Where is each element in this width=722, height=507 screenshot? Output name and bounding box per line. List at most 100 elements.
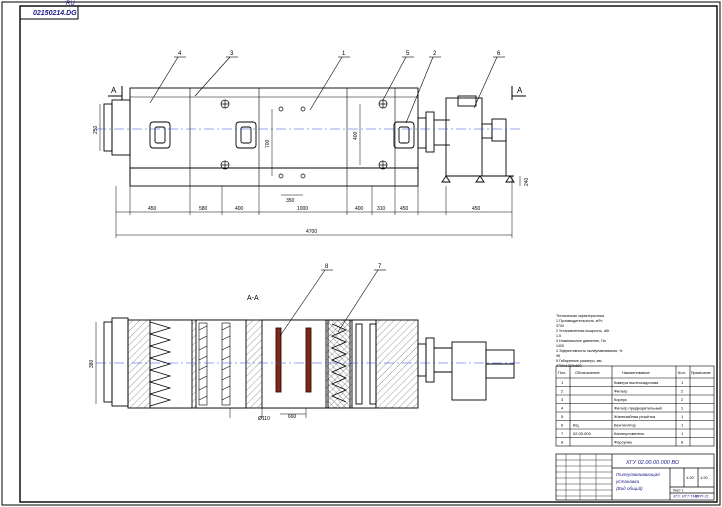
fan-unit — [441, 95, 515, 183]
parts-row-6-qty: 1 — [681, 423, 684, 428]
parts-row-7-name: Каплеуловитель — [614, 431, 644, 436]
parts-row-2-qty: 2 — [681, 389, 684, 394]
dim-chain-7: 450 — [472, 206, 481, 212]
parts-header-name: Наименование — [622, 370, 651, 375]
section-marks — [108, 86, 526, 100]
inspection-hatch-2 — [235, 121, 257, 149]
section-label-right: A — [517, 86, 523, 95]
parts-header-qty: Кол. — [678, 370, 686, 375]
spec-note-0: Техническая характеристика — [556, 314, 604, 318]
callout-front-2: 2 — [433, 51, 437, 57]
parts-row-5-name: Жалюзийная решётка — [614, 414, 656, 419]
parts-row-5-qty: 1 — [681, 414, 684, 419]
title-mass: 1:20 — [686, 475, 695, 480]
front-view — [96, 87, 520, 187]
parts-header-code: Обозначение — [575, 370, 601, 375]
spec-note-5: 3 Номинальное давление, Па — [556, 339, 606, 343]
callout-front-6: 6 — [497, 51, 501, 57]
parts-row-1-qty: 1 — [681, 380, 684, 385]
spec-notes: Техническая характеристика 1 Производите… — [556, 314, 623, 368]
title-org: ХГУ, ИТТ ТМО — [672, 495, 699, 499]
callout-front-4: 4 — [178, 51, 182, 57]
callout-front-5: 5 — [406, 51, 410, 57]
callout-section-7: 7 — [378, 264, 382, 270]
dim-chain-1: 580 — [199, 206, 208, 212]
spec-note-2: 3700 — [556, 324, 564, 328]
housing-body — [129, 87, 419, 169]
title-code: ХГУ 02.00.00.000 ВО — [625, 460, 680, 466]
stamp-doc-code: 02150214.DG — [33, 10, 77, 17]
spec-note-8: 98 — [556, 354, 560, 358]
inlet-flange — [103, 103, 113, 152]
parts-row-1-pos: 1 — [561, 380, 564, 385]
parts-row-8-qty: 6 — [681, 440, 684, 445]
parts-table — [555, 365, 715, 447]
droplet-eliminator — [327, 319, 351, 409]
dim-chain-0: 450 — [148, 206, 157, 212]
spec-note-1: 1 Производительность, м³/ч — [556, 319, 603, 323]
section-view — [95, 317, 520, 418]
spec-note-4: 1,5 — [556, 334, 561, 338]
nozzle-manifold-1 — [275, 327, 282, 393]
stamp-top-code: RU — [66, 1, 75, 7]
inspection-hatch-1 — [149, 121, 171, 149]
title-group: ФРП-21 — [695, 495, 709, 499]
title-name-2: установка — [615, 479, 640, 484]
inspection-hatch-3 — [393, 121, 415, 149]
dim-chain-2: 400 — [235, 206, 244, 212]
baffle-zigzag — [148, 321, 172, 407]
dim-chain-3: 1000 — [297, 206, 308, 212]
dim-right-height: 240 — [524, 177, 530, 186]
callout-front-3: 3 — [230, 51, 234, 57]
section-label-left: A — [111, 86, 117, 95]
spec-note-9: 5 Габаритные размеры, мм — [556, 359, 602, 363]
parts-row-7-qty: 1 — [681, 431, 684, 436]
parts-row-6-code: ВЦ — [573, 423, 579, 428]
sheet-inner-frame — [19, 5, 718, 503]
dim-inner-vert-2: 400 — [353, 131, 359, 140]
dim-left-height: 250 — [93, 125, 99, 134]
front-dimensions — [99, 104, 521, 238]
doc-stamp: RU 02150214.DG — [19, 1, 79, 20]
parts-row-3-name: Корпус — [614, 397, 627, 402]
parts-row-8-pos: 8 — [561, 440, 564, 445]
title-block — [555, 453, 715, 501]
parts-row-8-name: Форсунка — [614, 440, 633, 445]
dim-chain-5: 310 — [377, 206, 386, 212]
parts-row-3-pos: 3 — [561, 397, 564, 402]
nozzle-manifold-2 — [305, 327, 312, 393]
bolt-marks — [220, 99, 388, 179]
title-scale: 1:20 — [700, 475, 709, 480]
spec-note-6: 1400 — [556, 344, 564, 348]
title-name-1: Пылеулавливающая — [616, 472, 660, 477]
dim-section-1: Ø110 — [258, 416, 270, 422]
spec-note-7: 4 Эффективность пылеулавливания, % — [556, 349, 623, 353]
parts-row-6-name: Вентилятор — [614, 423, 637, 428]
parts-header-note: Примечание — [691, 371, 711, 375]
base-frame — [129, 167, 419, 187]
dim-overall: 4700 — [306, 229, 317, 235]
dim-chain-6: 450 — [400, 206, 409, 212]
callout-front-1: 1 — [342, 51, 346, 57]
parts-row-7-pos: 7 — [561, 431, 564, 436]
parts-row-5-pos: 5 — [561, 414, 564, 419]
front-callouts — [149, 56, 505, 124]
parts-row-1-name: Камера пылеосадочная — [614, 380, 658, 385]
parts-row-7-code: 02.00.000 — [573, 431, 592, 436]
callout-section-8: 8 — [325, 264, 329, 270]
parts-row-6-pos: 6 — [561, 423, 564, 428]
parts-row-2-name: Фильтр — [614, 389, 628, 394]
section-title: A-A — [247, 295, 259, 302]
parts-row-4-name: Фильтр предварительный — [614, 406, 662, 411]
parts-row-4-qty: 1 — [681, 406, 684, 411]
parts-rows: 1 Камера пылеосадочная 1 2 Фильтр 2 3 Ко… — [561, 380, 684, 445]
dim-bolt-pitch: 350 — [286, 198, 295, 204]
section-callouts — [279, 269, 386, 337]
title-name-3: (Вид общий) — [616, 485, 643, 491]
spec-note-3: 2 Установленная мощность, кВт — [556, 329, 610, 333]
dim-inner-vert-1: 700 — [265, 139, 271, 148]
dim-section-2: 660 — [288, 414, 297, 420]
title-sheet: Лист 1 — [673, 489, 684, 493]
